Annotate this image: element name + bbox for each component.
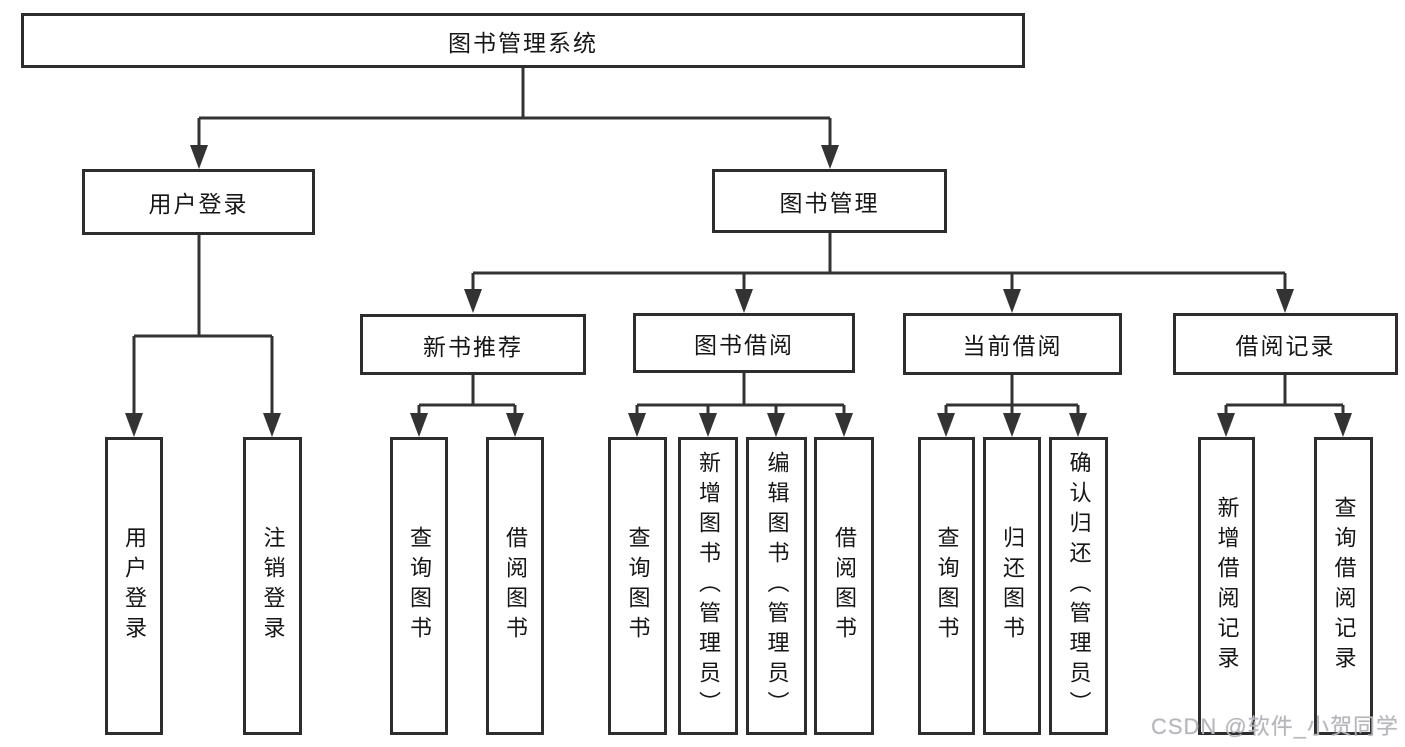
node-label: 注销登录 bbox=[260, 526, 286, 646]
node-label: 查询图书 bbox=[407, 526, 432, 646]
node-label: 新增借阅记录 bbox=[1214, 496, 1240, 676]
node-label: 编辑图书（管理员） bbox=[764, 451, 790, 721]
node-borrow-record: 借阅记录 bbox=[1173, 313, 1398, 375]
leaf-record-query-borrow-record: 查询借阅记录 bbox=[1314, 437, 1373, 735]
node-label: 借阅记录 bbox=[1235, 333, 1336, 359]
node-label: 图书管理 bbox=[779, 190, 880, 216]
node-label: 用户登录 bbox=[122, 526, 147, 646]
node-label: 用户登录 bbox=[148, 191, 249, 217]
node-label: 图书借阅 bbox=[694, 332, 794, 358]
node-book-management: 图书管理 bbox=[712, 169, 947, 233]
leaf-borrow-add-books-admin: 新增图书（管理员） bbox=[678, 437, 738, 735]
leaf-recommend-query-books: 查询图书 bbox=[390, 437, 448, 735]
node-label: 确认归还（管理员） bbox=[1066, 451, 1092, 721]
node-label: 新增图书（管理员） bbox=[696, 451, 721, 721]
leaf-record-add-borrow-record: 新增借阅记录 bbox=[1198, 437, 1255, 735]
leaf-borrow-borrow-books: 借阅图书 bbox=[814, 437, 874, 735]
node-label: 当前借阅 bbox=[962, 333, 1063, 359]
node-book-borrow: 图书借阅 bbox=[633, 313, 855, 373]
leaf-current-return-books: 归还图书 bbox=[983, 437, 1041, 735]
leaf-current-confirm-return-admin: 确认归还（管理员） bbox=[1049, 437, 1108, 735]
leaf-recommend-borrow-books: 借阅图书 bbox=[486, 437, 544, 735]
node-label: 查询图书 bbox=[934, 526, 960, 646]
node-label: 查询借阅记录 bbox=[1331, 496, 1357, 676]
leaf-user-login: 用户登录 bbox=[105, 437, 163, 735]
node-current-borrow: 当前借阅 bbox=[903, 313, 1122, 375]
node-label: 查询图书 bbox=[625, 526, 651, 646]
node-label: 归还图书 bbox=[1000, 526, 1025, 646]
node-library-system: 图书管理系统 bbox=[21, 13, 1025, 68]
node-label: 新书推荐 bbox=[423, 333, 523, 360]
leaf-borrow-edit-books-admin: 编辑图书（管理员） bbox=[746, 437, 807, 735]
csdn-watermark: CSDN @软件_小贺同学 bbox=[1150, 714, 1399, 739]
leaf-borrow-query-books: 查询图书 bbox=[608, 437, 667, 735]
node-new-book-recommend: 新书推荐 bbox=[360, 314, 586, 375]
node-label: 借阅图书 bbox=[832, 526, 857, 646]
node-label: 图书管理系统 bbox=[448, 29, 598, 56]
node-user-login: 用户登录 bbox=[82, 169, 315, 235]
leaf-logout: 注销登录 bbox=[243, 437, 302, 735]
leaf-current-query-books: 查询图书 bbox=[918, 437, 975, 735]
node-label: 借阅图书 bbox=[503, 526, 528, 646]
